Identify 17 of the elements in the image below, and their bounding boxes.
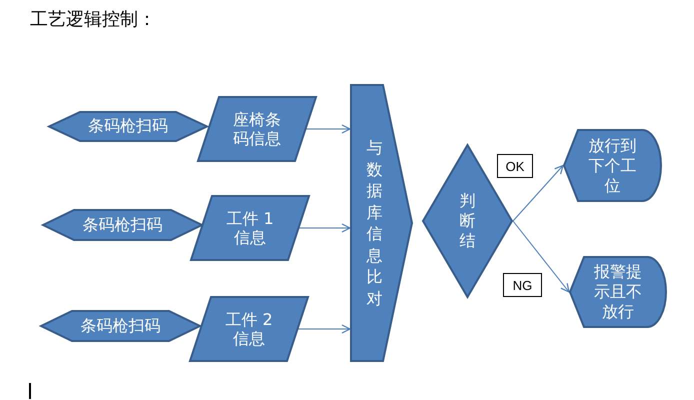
arrow: [298, 223, 351, 233]
hexagon-box: 条码枪扫码: [48, 111, 208, 142]
display-box: 放行到下个工位: [563, 129, 662, 202]
pentagon-arrow-box: 与数据库信息比对: [350, 84, 413, 362]
hexagon-box: 条码枪扫码: [42, 209, 203, 241]
parallelogram-box: 座椅条码信息: [197, 96, 317, 162]
edge-label: OK: [497, 154, 533, 178]
arrow: [298, 324, 351, 334]
parallelogram-box: 工件 2信息: [189, 296, 309, 362]
display-box: 报警提示且不放行: [569, 256, 667, 328]
parallelogram-box: 工件 1信息: [190, 195, 310, 261]
title: 工艺逻辑控制：: [30, 8, 156, 31]
edge-label: NG: [503, 273, 542, 297]
arrow: [512, 164, 564, 222]
arrow: [512, 220, 570, 293]
hexagon-box: 条码枪扫码: [40, 310, 201, 342]
arrow: [306, 124, 351, 134]
